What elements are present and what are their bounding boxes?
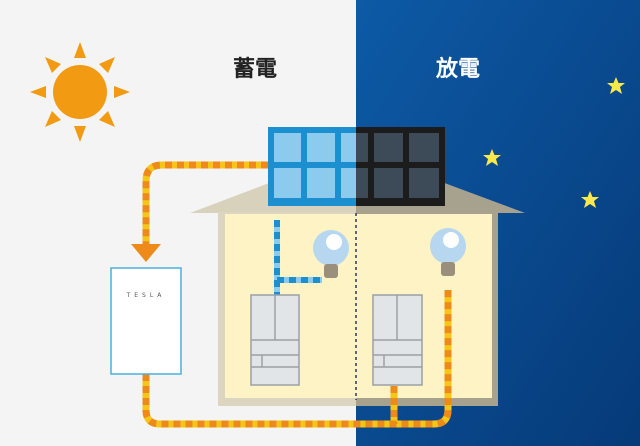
star-icon [483, 149, 501, 166]
battery-brand-label: TESLA [126, 292, 166, 299]
light-bulb-icon [313, 230, 349, 278]
tesla-battery [110, 267, 182, 375]
discharge-wire [142, 290, 452, 428]
solar-panel [268, 127, 445, 206]
charge-label: 蓄電 [233, 57, 277, 82]
discharge-label: 放電 [435, 56, 480, 82]
direct-power-wire [274, 220, 322, 295]
sun-icon [30, 42, 130, 142]
arrow-down-icon [131, 244, 161, 262]
star-icon [607, 77, 625, 94]
refrigerator-icon [250, 294, 300, 386]
charge-wire [142, 161, 268, 246]
star-icon [581, 191, 599, 208]
refrigerator-icon [372, 294, 423, 386]
light-bulb-icon [430, 228, 466, 276]
